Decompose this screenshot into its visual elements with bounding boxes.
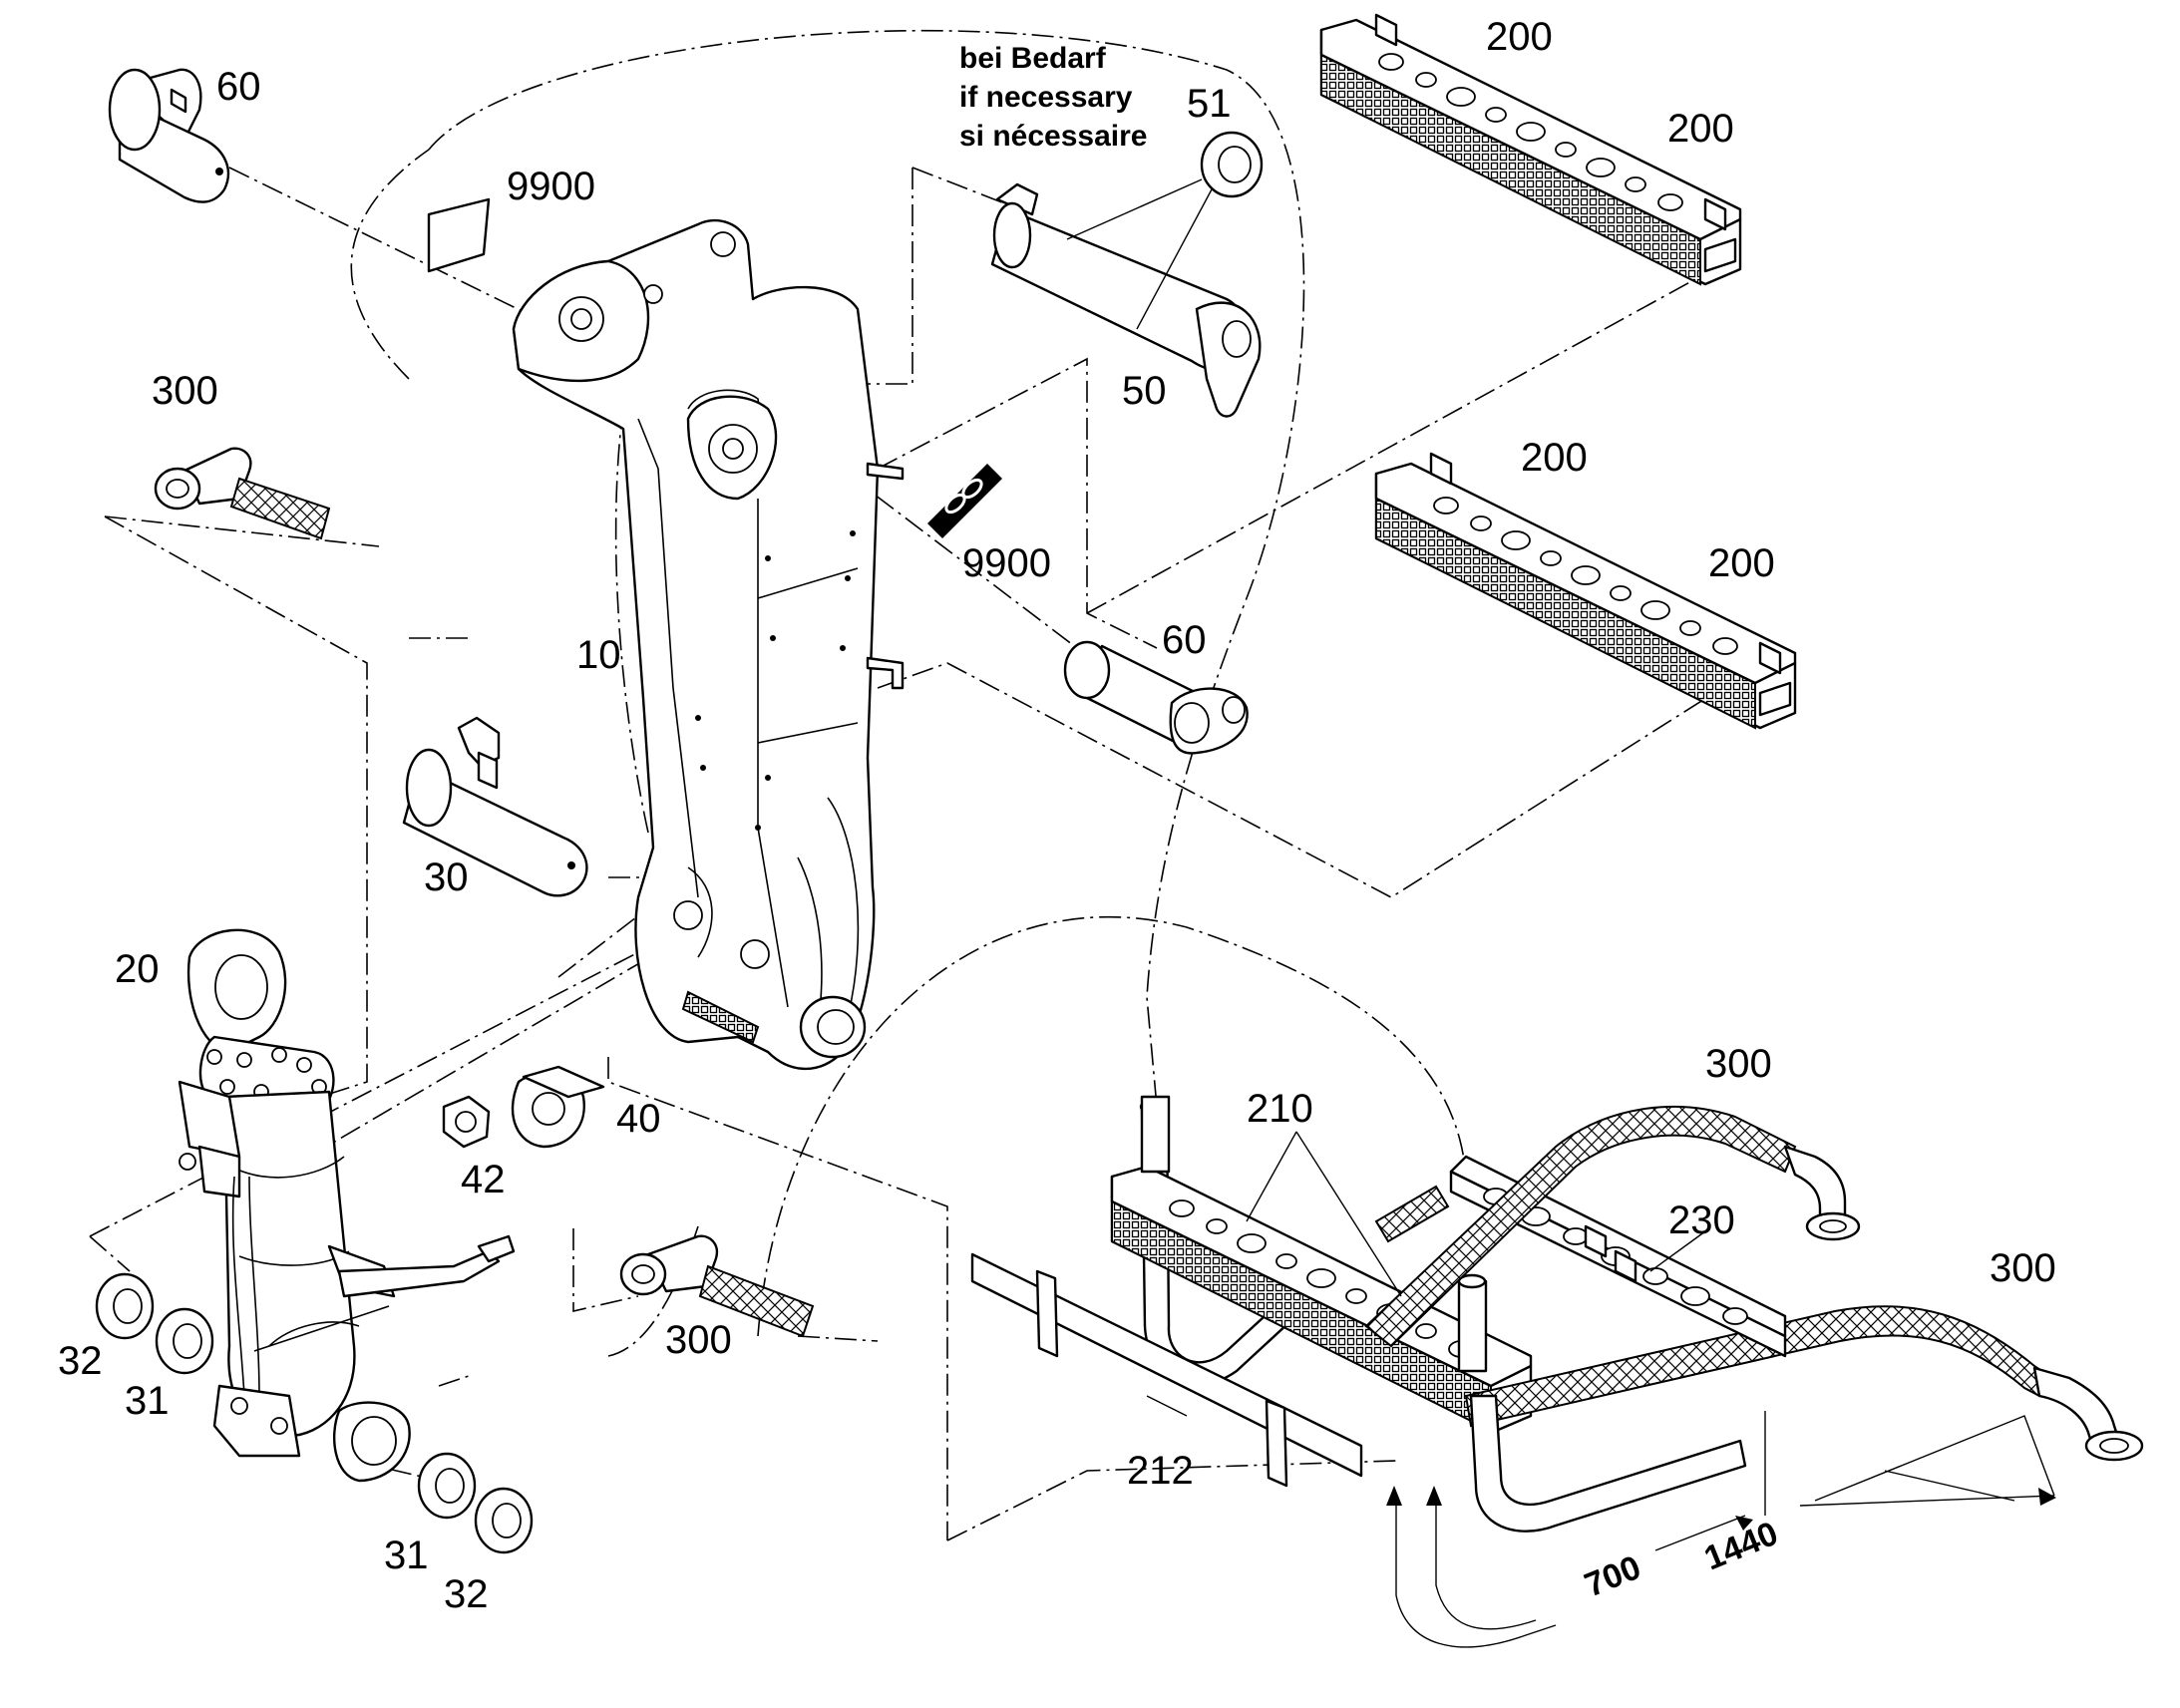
holder-230	[1449, 1155, 1787, 1358]
label-60-middle: 60	[1162, 618, 1207, 662]
dimension-labels: 700 1440	[1580, 1515, 1783, 1605]
label-42: 42	[461, 1158, 506, 1201]
washer-31-right	[417, 1452, 477, 1520]
label-9900-top: 9900	[507, 165, 595, 208]
note-if-necessary: bei Bedarf if necessary si nécessaire	[959, 42, 1147, 153]
hose-300-right-upper	[1364, 1106, 1861, 1348]
hose-300-left-top	[154, 447, 331, 540]
pin-60-middle	[1063, 640, 1249, 755]
label-300-right-upper: 300	[1705, 1042, 1772, 1086]
holder-holes	[1378, 53, 1683, 211]
label-50: 50	[1122, 369, 1167, 413]
hydraulic-cylinder-20	[178, 928, 516, 1483]
label-20: 20	[115, 947, 160, 991]
guide-lines	[89, 29, 1786, 1541]
pin-60-top	[108, 68, 230, 203]
plate-holes	[695, 530, 856, 831]
label-200-b: 200	[1667, 107, 1734, 151]
note-line-2: if necessary	[959, 81, 1133, 114]
washer-32-left	[95, 1272, 155, 1340]
note-line-1: bei Bedarf	[959, 42, 1107, 75]
holder-holes	[1169, 1199, 1474, 1358]
label-200-c: 200	[1521, 436, 1588, 480]
label-200-d: 200	[1708, 541, 1775, 585]
label-30: 30	[424, 855, 469, 899]
label-300-bottom-center: 300	[665, 1318, 732, 1362]
label-40: 40	[616, 1097, 661, 1141]
label-60-top: 60	[216, 65, 261, 109]
pin-30	[402, 716, 588, 897]
label-9900-bottom: 9900	[962, 541, 1051, 585]
bracket-arm-part	[512, 218, 880, 1071]
brackets-small	[866, 462, 905, 690]
label-31-right: 31	[384, 1534, 429, 1577]
clamp-40	[511, 1065, 605, 1149]
strip-212	[970, 1252, 1363, 1488]
holder-200-bottom	[1374, 452, 1797, 730]
label-10: 10	[576, 633, 621, 677]
label-300-right-lower: 300	[1990, 1246, 2056, 1290]
part-number-labels: 60 9900 51 50 200 200 200 200 300 9900 6…	[58, 15, 2056, 1616]
chain-label-9900	[927, 464, 1002, 538]
label-31-left: 31	[125, 1379, 170, 1423]
label-32-right: 32	[444, 1572, 489, 1616]
label-51: 51	[1187, 82, 1232, 126]
label-9900-top-plate	[427, 197, 491, 273]
label-300-left-top: 300	[152, 369, 218, 413]
hose-300-bottom-center	[619, 1234, 815, 1338]
label-32-left: 32	[58, 1339, 103, 1383]
note-line-3: si nécessaire	[959, 120, 1147, 153]
washer-31-left	[155, 1307, 214, 1375]
dimension-700: 700	[1580, 1548, 1646, 1604]
label-210: 210	[1247, 1087, 1313, 1131]
washer-32-right	[474, 1487, 534, 1554]
holder-200-top	[1319, 13, 1742, 286]
dimension-lines	[1386, 1411, 2056, 1648]
washer-51	[1200, 131, 1264, 198]
label-200-a: 200	[1486, 15, 1553, 59]
pin-50	[990, 178, 1262, 418]
label-212: 212	[1127, 1449, 1194, 1493]
tube-upright-left	[1140, 1095, 1171, 1174]
leader-lines	[1146, 1131, 1706, 1417]
nut-42	[442, 1095, 491, 1149]
holder-holes	[1433, 497, 1738, 655]
tube-upright-right	[1457, 1273, 1488, 1373]
label-230: 230	[1668, 1198, 1735, 1242]
